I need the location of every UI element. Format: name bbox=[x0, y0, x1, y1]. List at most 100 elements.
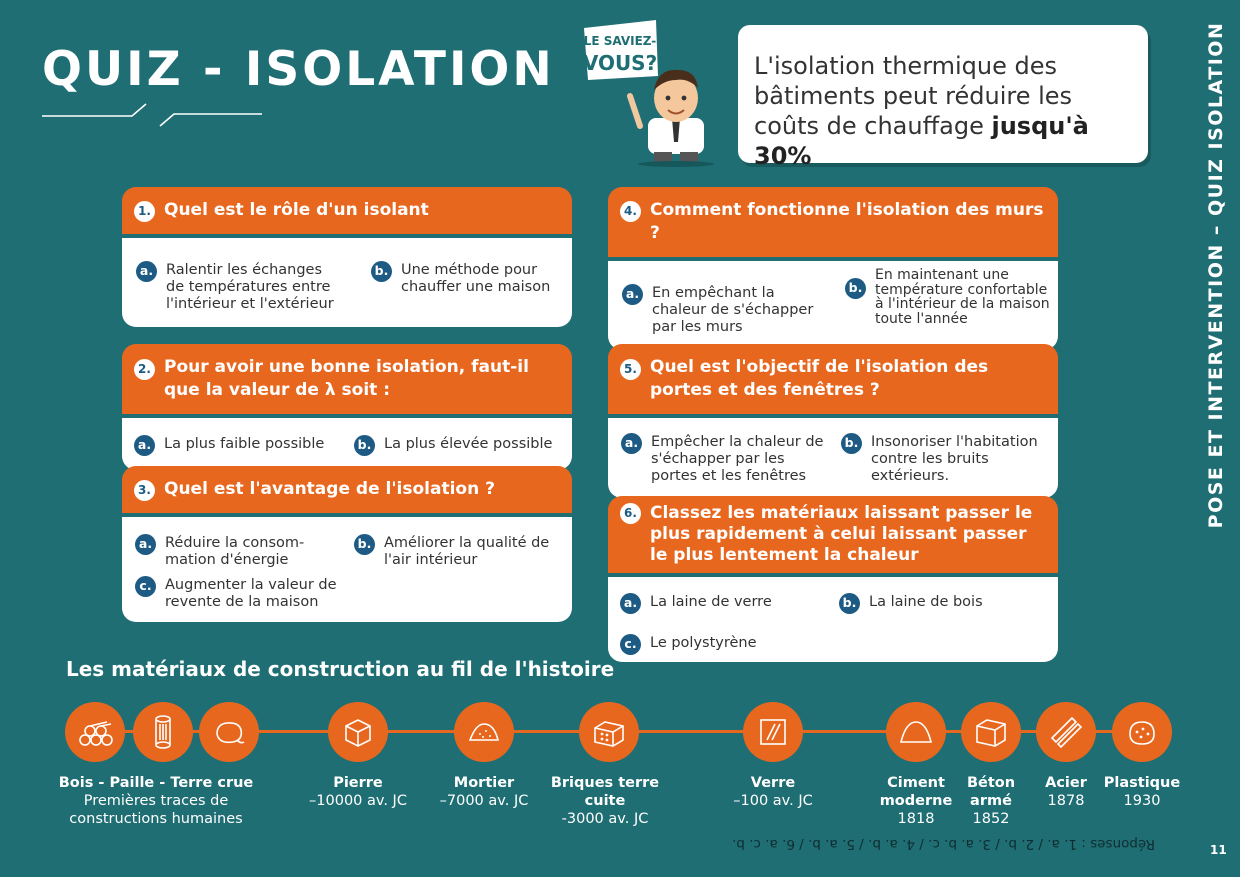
option-letter: a. bbox=[620, 593, 641, 614]
option-c[interactable]: c. Le polystyrène bbox=[620, 634, 830, 655]
timeline-item-name: Bois - Paille - Terre crue bbox=[58, 775, 254, 791]
question-card-6: 6. Classez les matériaux laissant passer… bbox=[608, 496, 1058, 662]
question-card-2: 2. Pour avoir une bonne isolation, faut-… bbox=[122, 344, 572, 470]
timeline-item-date: 1930 bbox=[1123, 793, 1161, 809]
concrete-block-icon bbox=[961, 702, 1021, 762]
fact-box: L'isolation thermique des bâtiments peut… bbox=[738, 25, 1148, 170]
option-c[interactable]: c. Augmenter la valeur de revente de la … bbox=[135, 576, 365, 611]
timeline-item-name: Béton armé bbox=[966, 775, 1016, 809]
option-a[interactable]: a. Empêcher la chaleur de s'échapper par… bbox=[621, 433, 826, 485]
timeline-item-name: Mortier bbox=[453, 775, 515, 791]
question-text: Quel est l'objectif de l'isolation des p… bbox=[650, 357, 989, 400]
plastic-pellets-icon bbox=[1112, 702, 1172, 762]
question-number: 5. bbox=[620, 359, 641, 380]
steel-beams-icon bbox=[1036, 702, 1096, 762]
question-card-1: 1. Quel est le rôle d'un isolant a. Rale… bbox=[122, 187, 572, 327]
option-a[interactable]: a. En empêchant la chaleur de s'échapper… bbox=[622, 284, 827, 336]
timeline-item: Verre –100 av. JC bbox=[713, 774, 833, 810]
timeline-item-name: Verre bbox=[750, 775, 796, 791]
saviez-badge-line2: VOUS? bbox=[583, 51, 657, 75]
option-text: En empêchant la chaleur de s'échapper pa… bbox=[652, 285, 814, 335]
question-header: 5. Quel est l'objectif de l'isolation de… bbox=[608, 344, 1058, 414]
timeline-item-date: Premières traces de constructions humain… bbox=[69, 793, 243, 827]
question-options: a. Réduire la consom-mation d'énergie b.… bbox=[122, 517, 572, 622]
stone-block-icon bbox=[328, 702, 388, 762]
timeline-item-date: –10000 av. JC bbox=[309, 793, 407, 809]
timeline-item-date: 1852 bbox=[972, 811, 1010, 827]
timeline-item-name: Ciment moderne bbox=[879, 775, 953, 809]
timeline-item-name: Acier bbox=[1045, 775, 1087, 791]
question-header: 6. Classez les matériaux laissant passer… bbox=[608, 496, 1058, 573]
option-b[interactable]: b. La plus élevée possible bbox=[354, 435, 564, 456]
timeline-item: Plastique 1930 bbox=[1102, 774, 1182, 810]
option-b[interactable]: b. Une méthode pour chauffer une maison bbox=[371, 261, 566, 296]
question-number: 3. bbox=[134, 480, 155, 501]
saviez-badge-line1: LE SAVIEZ- bbox=[584, 34, 657, 48]
option-a[interactable]: a. La plus faible possible bbox=[134, 435, 344, 456]
option-letter: b. bbox=[354, 435, 375, 456]
option-letter: b. bbox=[841, 433, 862, 454]
timeline-item-date: -3000 av. JC bbox=[561, 811, 649, 827]
fact-text: L'isolation thermique des bâtiments peut… bbox=[754, 52, 1073, 140]
option-text: Améliorer la qualité de l'air intérieur bbox=[384, 535, 550, 568]
option-b[interactable]: b. Améliorer la qualité de l'air intérie… bbox=[354, 534, 554, 569]
timeline-item: Béton armé 1852 bbox=[961, 774, 1021, 828]
option-letter: a. bbox=[622, 284, 643, 305]
straw-bale-icon bbox=[133, 702, 193, 762]
option-text: Le polystyrène bbox=[650, 635, 757, 651]
question-text: Classez les matériaux laissant passer le… bbox=[650, 503, 1033, 565]
timeline-item-date: –7000 av. JC bbox=[439, 793, 529, 809]
option-text: Une méthode pour chauffer une maison bbox=[401, 262, 551, 295]
wood-logs-icon bbox=[65, 702, 125, 762]
option-text: La laine de bois bbox=[869, 594, 983, 610]
question-header: 2. Pour avoir une bonne isolation, faut-… bbox=[122, 344, 572, 414]
timeline-item-date: 1878 bbox=[1047, 793, 1085, 809]
option-b[interactable]: b. La laine de bois bbox=[839, 593, 1049, 614]
option-text: En maintenant une température confortabl… bbox=[875, 267, 1050, 328]
brick-icon bbox=[579, 702, 639, 762]
question-card-3: 3. Quel est l'avantage de l'isolation ? … bbox=[122, 466, 572, 622]
title-underline-decoration bbox=[42, 103, 262, 127]
timeline-item: Ciment moderne 1818 bbox=[876, 774, 956, 828]
option-text: Augmenter la valeur de revente de la mai… bbox=[165, 577, 337, 610]
option-text: Insonoriser l'habitation contre les brui… bbox=[871, 434, 1038, 484]
option-letter: b. bbox=[845, 278, 866, 299]
option-text: La laine de verre bbox=[650, 594, 772, 610]
option-a[interactable]: a. Réduire la consom-mation d'énergie bbox=[135, 534, 325, 569]
option-letter: a. bbox=[136, 261, 157, 282]
question-text: Quel est l'avantage de l'isolation ? bbox=[164, 479, 495, 499]
timeline-title: Les matériaux de construction au fil de … bbox=[66, 657, 615, 681]
question-options: a. La plus faible possible b. La plus él… bbox=[122, 418, 572, 470]
option-text: Empêcher la chaleur de s'échapper par le… bbox=[651, 434, 824, 484]
fact-highlight: jusqu'à 30% bbox=[754, 112, 1089, 170]
question-text: Quel est le rôle d'un isolant bbox=[164, 200, 429, 220]
timeline-item: Mortier –7000 av. JC bbox=[424, 774, 544, 810]
option-letter: c. bbox=[620, 634, 641, 655]
timeline-item: Briques terre cuite -3000 av. JC bbox=[549, 774, 661, 828]
timeline-item-date: 1818 bbox=[897, 811, 935, 827]
side-label: POSE ET INTERVENTION – QUIZ ISOLATION bbox=[1190, 22, 1240, 529]
option-a[interactable]: a. La laine de verre bbox=[620, 593, 830, 614]
question-options: a. La laine de verre b. La laine de bois… bbox=[608, 577, 1058, 662]
answers-upside-down: Réponses : 1. a. / 2. b. / 3. a. b. c. /… bbox=[732, 836, 1155, 852]
option-b[interactable]: b. Insonoriser l'habitation contre les b… bbox=[841, 433, 1051, 485]
question-number: 6. bbox=[620, 503, 641, 524]
timeline-item-name: Pierre bbox=[333, 775, 383, 791]
question-options: a. Ralentir les échanges de températures… bbox=[122, 238, 572, 327]
option-b[interactable]: b. En maintenant une température confort… bbox=[845, 267, 1055, 328]
page-title: QUIZ - ISOLATION bbox=[42, 42, 555, 97]
mortar-pile-icon bbox=[454, 702, 514, 762]
timeline-item: Bois - Paille - Terre crue Premières tra… bbox=[56, 774, 256, 828]
option-text: Ralentir les échanges de températures en… bbox=[166, 262, 334, 312]
saviez-vous-mascot-icon: LE SAVIEZ- VOUS? bbox=[583, 20, 714, 167]
question-number: 4. bbox=[620, 201, 641, 222]
question-number: 1. bbox=[134, 201, 155, 222]
question-header: 3. Quel est l'avantage de l'isolation ? bbox=[122, 466, 572, 513]
option-a[interactable]: a. Ralentir les échanges de températures… bbox=[136, 261, 341, 313]
timeline-item: Pierre –10000 av. JC bbox=[298, 774, 418, 810]
timeline-item-name: Briques terre cuite bbox=[550, 775, 660, 809]
question-header: 1. Quel est le rôle d'un isolant bbox=[122, 187, 572, 234]
page-number: 11 bbox=[1210, 843, 1227, 857]
question-header: 4. Comment fonctionne l'isolation des mu… bbox=[608, 187, 1058, 257]
option-letter: a. bbox=[621, 433, 642, 454]
